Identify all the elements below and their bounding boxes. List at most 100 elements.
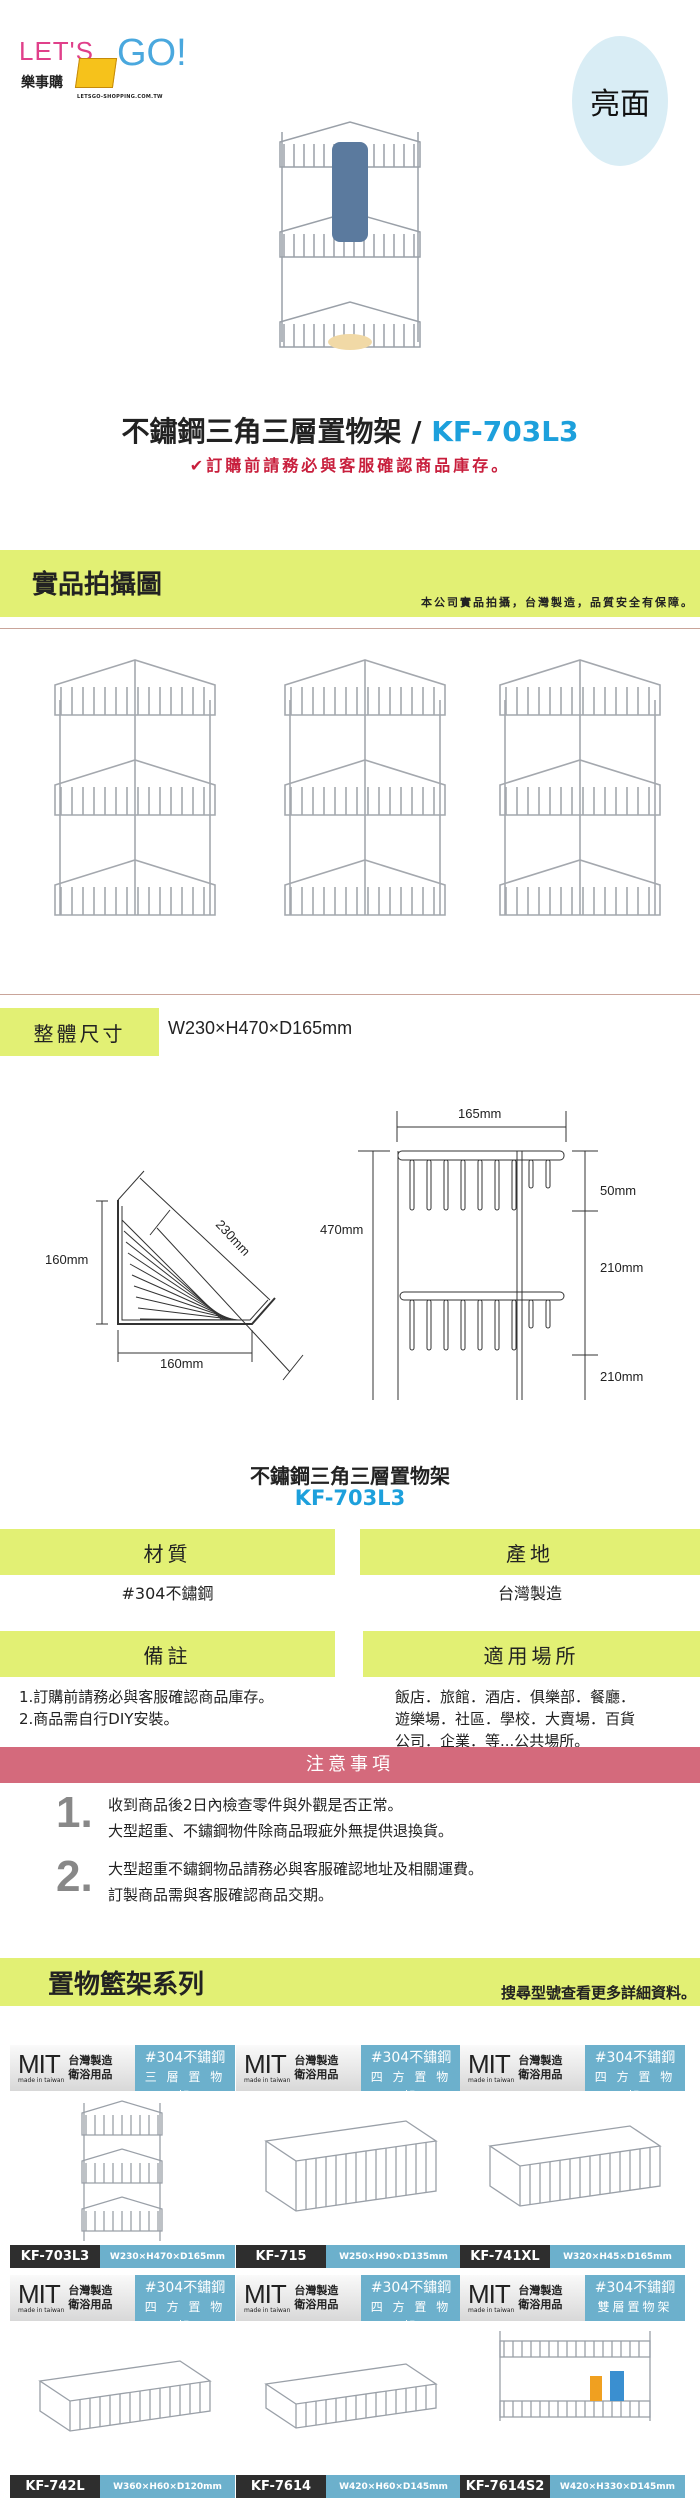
type-line: 四 方 置 物 架 bbox=[370, 2070, 452, 2103]
note-line: 訂製商品需與客服確認商品交期。 bbox=[108, 1886, 334, 1904]
mit-subtext: 台灣製造衛浴用品 bbox=[294, 2284, 338, 2312]
dim-top-height: 160mm bbox=[45, 1252, 88, 1267]
series-size: W420×H330×D145mm bbox=[550, 2475, 685, 2498]
usage-header: 適用場所 bbox=[363, 1631, 700, 1677]
material-line: #304不鏽鋼 bbox=[594, 2280, 676, 2296]
series-model: KF-715 bbox=[236, 2245, 326, 2268]
mit-line: 台灣製造 bbox=[294, 2284, 339, 2297]
series-section-header: 置物籃架系列 搜尋型號查看更多詳細資料。 bbox=[0, 1958, 700, 2006]
material-line: #304不鏽鋼 bbox=[594, 2050, 676, 2066]
series-product-image bbox=[81, 2100, 163, 2241]
made-in-taiwan-text: made in taiwan bbox=[244, 2076, 291, 2084]
section-title: 實品拍攝圖 bbox=[32, 570, 163, 600]
origin-value: 台灣製造 bbox=[497, 1584, 562, 1603]
dimension-diagram: 160mm 160mm 230mm 165mm 470mm 50mm 210mm… bbox=[45, 1106, 643, 1400]
section-title: 置物籃架系列 bbox=[48, 1970, 205, 2000]
note-number: 2. bbox=[56, 1852, 93, 1901]
mit-line: 衛浴用品 bbox=[294, 2068, 339, 2081]
mit-subtext: 台灣製造衛浴用品 bbox=[518, 2284, 562, 2312]
photos-section-header: 實品拍攝圖 本公司實品拍攝，台灣製造，品質安全有保障。 bbox=[0, 550, 700, 617]
section-tagline: 本公司實品拍攝，台灣製造，品質安全有保障。 bbox=[421, 596, 694, 609]
remarks-list: 1.訂購前請務必與客服確認商品庫存。 2.商品需自行DIY安裝。 bbox=[19, 1686, 273, 1730]
mit-line: 台灣製造 bbox=[294, 2054, 339, 2067]
finish-badge: 亮面 bbox=[572, 36, 668, 166]
series-model: KF-7614S2 bbox=[460, 2475, 550, 2498]
series-product-image bbox=[38, 2360, 212, 2432]
logo-box-icon bbox=[74, 58, 118, 88]
series-model: KF-741XL bbox=[460, 2245, 550, 2268]
type-line: 四 方 置 物 架 bbox=[594, 2070, 676, 2103]
section-tagline: 搜尋型號查看更多詳細資料。 bbox=[500, 1984, 696, 2002]
dimension-label: 整體尺寸 bbox=[0, 1008, 159, 1056]
material-line: #304不鏽鋼 bbox=[144, 2280, 226, 2296]
series-size: W360×H60×D120mm bbox=[100, 2475, 235, 2498]
letsgo-logo[interactable]: LET'S GO! 樂事購 LETSGO-SHOPPING.COM.TW bbox=[15, 22, 187, 104]
spec-model: KF-703L3 bbox=[294, 1486, 406, 1510]
made-in-taiwan-text: made in taiwan bbox=[18, 2076, 65, 2084]
series-product-image bbox=[264, 2363, 438, 2429]
logo-go: GO! bbox=[117, 32, 187, 74]
divider bbox=[0, 628, 700, 629]
dimension-value: W230×H470×D165mm bbox=[168, 1018, 353, 1038]
tri-outer-top bbox=[117, 1170, 145, 1201]
series-size: W250×H90×D135mm bbox=[326, 2245, 461, 2268]
divider bbox=[0, 994, 700, 995]
dim-top-width: 160mm bbox=[160, 1356, 203, 1371]
mit-line: 台灣製造 bbox=[518, 2284, 563, 2297]
note-number: 1. bbox=[56, 1788, 93, 1837]
mit-text: MIT bbox=[18, 2278, 61, 2309]
origin-header: 產地 bbox=[360, 1529, 700, 1575]
mit-line: 衛浴用品 bbox=[518, 2068, 563, 2081]
title-separator: / bbox=[401, 415, 432, 448]
note-line: 大型超重、不鏽鋼物件除商品瑕疵外無提供退換貨。 bbox=[108, 1822, 454, 1840]
notes-header: 注意事項 bbox=[0, 1747, 700, 1783]
material-line: #304不鏽鋼 bbox=[144, 2050, 226, 2066]
mit-line: 衛浴用品 bbox=[518, 2298, 563, 2311]
mit-text: MIT bbox=[244, 2048, 287, 2079]
type-line: 雙層置物架 bbox=[597, 2300, 673, 2314]
product-photos bbox=[54, 659, 661, 916]
series-product-image bbox=[264, 2120, 438, 2212]
series-product-image bbox=[488, 2125, 662, 2207]
stock-notice: ✔訂購前請務必與客服確認商品庫存。 bbox=[189, 456, 511, 475]
mit-subtext: 台灣製造衛浴用品 bbox=[68, 2284, 112, 2312]
logo-chinese: 樂事購 bbox=[21, 75, 63, 91]
mit-text: MIT bbox=[18, 2048, 61, 2079]
mit-line: 衛浴用品 bbox=[68, 2068, 113, 2081]
mit-line: 台灣製造 bbox=[68, 2054, 113, 2067]
made-in-taiwan-text: made in taiwan bbox=[244, 2306, 291, 2314]
series-size: W420×H60×D145mm bbox=[326, 2475, 461, 2498]
series-model: KF-7614 bbox=[236, 2475, 326, 2498]
type-line: 三 層 置 物 架 bbox=[144, 2070, 226, 2103]
hero-product-image bbox=[279, 121, 421, 350]
mit-line: 台灣製造 bbox=[518, 2054, 563, 2067]
product-model: KF-703L3 bbox=[431, 415, 579, 448]
series-size: W320×H45×D165mm bbox=[550, 2245, 685, 2268]
note-text: 收到商品後2日內檢查零件與外觀是否正常。大型超重、不鏽鋼物件除商品瑕疵外無提供退… bbox=[108, 1792, 608, 1844]
product-title: 不鏽鋼三角三層置物架 / KF-703L3 bbox=[0, 410, 700, 450]
dim-depth: 165mm bbox=[458, 1106, 501, 1121]
material-tag: #304不鏽鋼四 方 置 物 架 bbox=[585, 2045, 685, 2103]
type-line: 四 方 置 物 架 bbox=[144, 2300, 226, 2333]
remark-item: 1.訂購前請務必與客服確認商品庫存。 bbox=[19, 1688, 274, 1706]
mit-subtext: 台灣製造衛浴用品 bbox=[518, 2054, 562, 2082]
material-tag: #304不鏽鋼四 方 置 物 架 bbox=[135, 2275, 235, 2333]
mit-subtext: 台灣製造衛浴用品 bbox=[68, 2054, 112, 2082]
dim-gap-1: 50mm bbox=[600, 1183, 636, 1198]
